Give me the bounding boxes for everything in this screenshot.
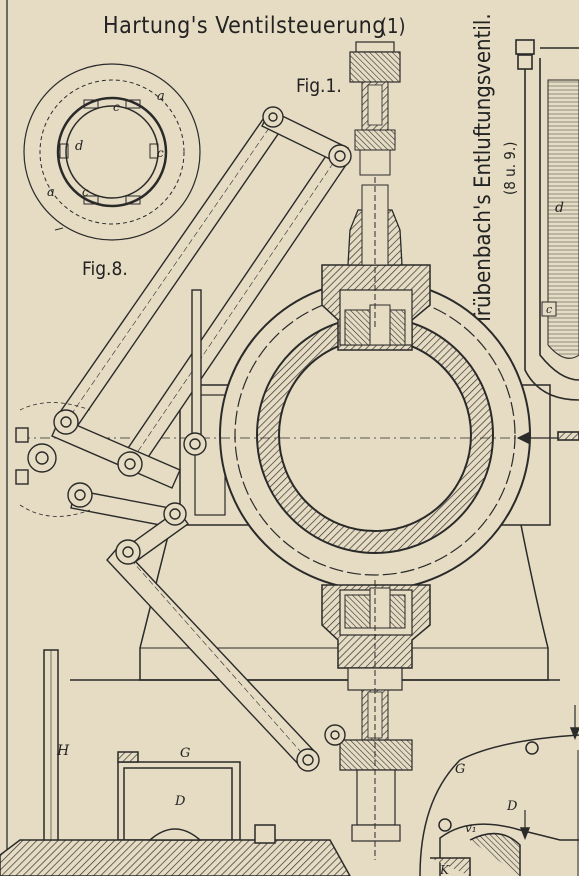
fig8-label: Fig.8.: [82, 258, 128, 280]
plate-title: Hartung's Ventilsteuerung: [103, 13, 386, 39]
tank-label-c: c: [546, 303, 552, 316]
label-G-left: G: [180, 746, 190, 761]
ring-label-a-bottom: a: [47, 185, 55, 200]
ring-label-c-top: c: [113, 100, 120, 114]
label-K: K: [439, 863, 450, 876]
label-G-right: G: [455, 762, 465, 777]
side-title: Trübenbach's Entluftungsventil.: [471, 13, 496, 326]
ring-label-c-bottom: c: [82, 185, 89, 199]
bottom-left-drawing: [0, 649, 351, 876]
fig8-ring-diagram: [23, 63, 201, 241]
tank-label-d: d: [555, 200, 564, 216]
plate-title-ref: (1): [380, 14, 406, 38]
side-ref-group: (8 u. 9.): [501, 142, 519, 195]
label-H: H: [56, 743, 70, 759]
label-D-left: D: [174, 794, 186, 809]
side-title-group: Trübenbach's Entluftungsventil.: [471, 13, 496, 326]
label-D-right: D: [506, 799, 518, 814]
valve-body-drawing: [20, 41, 565, 860]
label-v1: v₁: [465, 821, 477, 835]
ring-label-c-right: c: [157, 146, 164, 160]
ring-label-a-top: a: [157, 89, 165, 104]
linkage-mechanism: [15, 106, 352, 772]
bottom-right-drawing: [419, 705, 579, 876]
side-ref: (8 u. 9.): [501, 142, 519, 195]
fig1-label: Fig.1.: [296, 75, 342, 97]
tank-drawing: [515, 39, 579, 441]
ring-label-d: d: [75, 139, 83, 154]
